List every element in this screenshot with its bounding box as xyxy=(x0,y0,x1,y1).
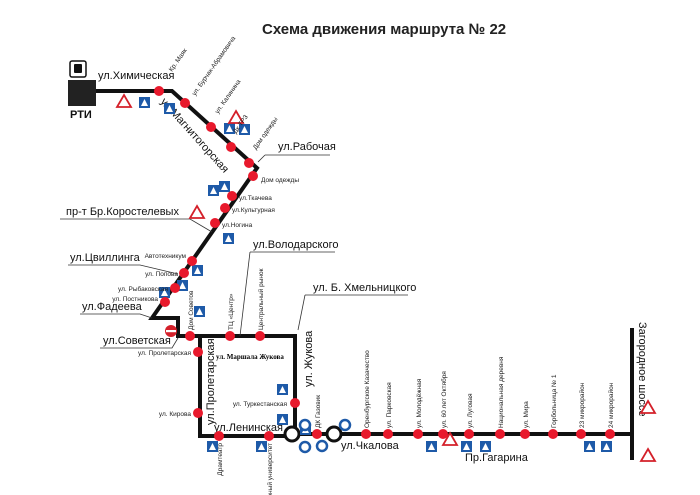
stop-marker[interactable] xyxy=(438,429,448,439)
street-korostelevykh: пр-т Бр.Коростелевых xyxy=(66,206,179,218)
warning-sign-icon xyxy=(639,399,657,414)
stop-label: Национальная деревня xyxy=(498,356,505,428)
street-gagarina: Пр.Гагарина xyxy=(465,452,529,464)
stop-marker[interactable] xyxy=(214,431,224,441)
stop-label: Драмтеатр xyxy=(217,443,224,476)
stop-label: Дом Советов xyxy=(188,290,195,330)
stop-label: ул. 60 лет Октября xyxy=(440,371,448,428)
stop-label: Кр. Маяк xyxy=(168,47,189,73)
warning-sign-icon xyxy=(639,447,657,462)
stop-label: ул. Луговая xyxy=(467,393,474,428)
street-chkalova: ул.Чкалова xyxy=(341,440,400,452)
street-proletarskaya: ул.Пролетарская xyxy=(205,338,217,425)
stop-label: ул. Кирова xyxy=(159,411,192,418)
stop-label: Дом одежды xyxy=(252,116,280,151)
roundabout xyxy=(325,425,343,443)
terminal-label: РТИ xyxy=(70,109,92,121)
stop-marker[interactable] xyxy=(185,331,195,341)
stop-marker[interactable] xyxy=(255,331,265,341)
stop-marker[interactable] xyxy=(227,191,237,201)
stop-label: ул.Культурная xyxy=(232,207,275,214)
roundabout-sign-icon xyxy=(298,418,312,432)
stop-marker[interactable] xyxy=(520,429,530,439)
street-fadeeva: ул.Фадеева xyxy=(82,301,143,313)
stop-marker[interactable] xyxy=(244,158,254,168)
stop-marker[interactable] xyxy=(248,171,258,181)
stop-label: ул. Молодёжная xyxy=(416,378,423,428)
stop-marker[interactable] xyxy=(464,429,474,439)
stop-label: ул. Рыбаковская xyxy=(118,285,168,293)
stop-label: ул. Мира xyxy=(523,401,530,428)
diagram-title: Схема движения маршрута № 22 xyxy=(262,21,506,38)
warning-sign-icon xyxy=(188,204,206,219)
stop-marker[interactable] xyxy=(576,429,586,439)
stop-marker[interactable] xyxy=(361,429,371,439)
stop-label: Автотехникум xyxy=(145,253,187,260)
warning-sign-icon xyxy=(115,93,133,108)
street-zhukova: ул. Жукова xyxy=(303,330,315,387)
stop-label: ул. Пролетарская xyxy=(138,350,191,357)
stop-marker[interactable] xyxy=(226,142,236,152)
stop-label: Оренбургское Казачество xyxy=(363,350,371,428)
street-volodarskogo: ул.Володарского xyxy=(253,239,338,251)
stop-marker[interactable] xyxy=(495,429,505,439)
bus-terminal-icon xyxy=(68,60,96,106)
stop-marker[interactable] xyxy=(605,429,615,439)
stop-marker[interactable] xyxy=(187,256,197,266)
stop-label: ул. Туркестанская xyxy=(233,401,288,408)
stop-marker[interactable] xyxy=(180,98,190,108)
stop-label: 23 микрорайон xyxy=(578,382,586,428)
stop-marker[interactable] xyxy=(179,268,189,278)
roundabout xyxy=(283,425,301,443)
stop-marker[interactable] xyxy=(413,429,423,439)
stop-marker[interactable] xyxy=(312,429,322,439)
stop-marker[interactable] xyxy=(383,429,393,439)
stop-marker[interactable] xyxy=(160,297,170,307)
stop-marker[interactable] xyxy=(290,398,300,408)
stop-label: Аграрный университет xyxy=(266,443,274,495)
stop-marker[interactable] xyxy=(548,429,558,439)
stop-label: 24 микрорайон xyxy=(607,382,615,428)
street-sovetskaya: ул.Советская xyxy=(103,335,171,347)
stop-label: ул. Парковская xyxy=(386,382,393,428)
stop-label: Горбольница № 1 xyxy=(550,374,558,428)
street-rabochaya: ул.Рабочая xyxy=(278,141,336,153)
roundabout-sign-icon xyxy=(298,440,312,454)
street-khimicheskaya: ул.Химическая xyxy=(98,70,174,82)
stop-marker[interactable] xyxy=(210,218,220,228)
stop-label: ул. Попова xyxy=(145,271,178,278)
street-khmelnitskogo: ул. Б. Хмельницкого xyxy=(313,282,416,294)
stop-marker[interactable] xyxy=(206,122,216,132)
stop-label: ДК Газовик xyxy=(315,395,322,428)
stop-marker[interactable] xyxy=(264,431,274,441)
stop-marker[interactable] xyxy=(154,86,164,96)
stop-marker[interactable] xyxy=(170,283,180,293)
stop-label: Центральный рынок xyxy=(257,268,265,330)
stop-label: ул. Постникова xyxy=(112,296,158,303)
warning-sign-icon xyxy=(441,431,459,446)
stop-label: ул.Ткачева xyxy=(239,195,272,202)
stop-label: ул.Ногина xyxy=(222,222,253,229)
stop-label: ул. Калинина xyxy=(214,78,243,115)
stop-marker[interactable] xyxy=(193,408,203,418)
roundabout-sign-icon xyxy=(315,439,329,453)
stop-label: Дом одежды xyxy=(261,177,299,184)
roundabout-sign-icon xyxy=(338,418,352,432)
street-marshala-zhukova: ул. Маршала Жукова xyxy=(216,353,284,361)
stop-marker[interactable] xyxy=(225,331,235,341)
stop-marker[interactable] xyxy=(193,347,203,357)
street-tsvillinga: ул.Цвиллинга xyxy=(70,252,141,264)
warning-sign-icon xyxy=(227,109,245,124)
stop-label: ТЦ «Центр» xyxy=(228,293,235,330)
street-zagorodnoe: Загородное шоссе xyxy=(636,322,648,417)
street-leninskaya: ул.Ленинская xyxy=(214,422,283,434)
stop-marker[interactable] xyxy=(220,203,230,213)
